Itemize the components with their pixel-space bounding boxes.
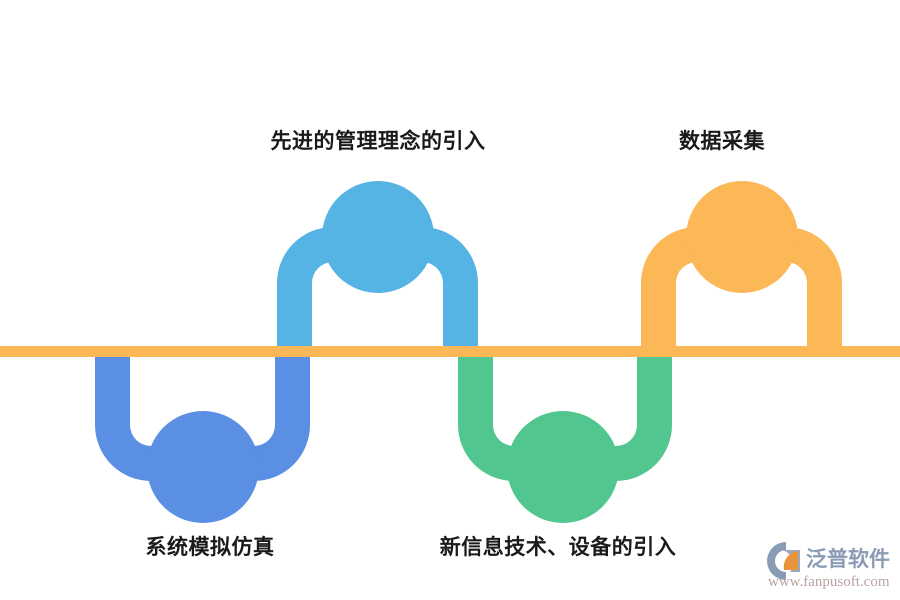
- node-bottom-2-circle: [507, 411, 619, 523]
- watermark-logo: 泛普软件 www.fanpusoft.com: [767, 542, 890, 590]
- watermark: 泛普软件 www.fanpusoft.com: [762, 536, 898, 594]
- timeline-axis: [0, 346, 900, 357]
- node-bottom-1-arch: [95, 351, 310, 481]
- node-bottom-2-shape[interactable]: [458, 351, 672, 523]
- node-top-2-shape[interactable]: [641, 181, 842, 357]
- node-bottom-2-label: 新信息技术、设备的引入: [439, 536, 677, 559]
- node-top-2-circle: [686, 181, 798, 293]
- node-top-1-circle: [322, 181, 434, 293]
- watermark-brand: 泛普软件: [806, 547, 890, 571]
- node-top-2-label: 数据采集: [679, 130, 765, 153]
- node-top-1-shape[interactable]: [277, 181, 478, 357]
- node-top-1-label: 先进的管理理念的引入: [270, 130, 486, 153]
- node-bottom-1-label: 系统模拟仿真: [145, 536, 275, 559]
- fanpu-logo-mark-icon: [767, 542, 800, 580]
- watermark-url: www.fanpusoft.com: [768, 574, 890, 590]
- node-bottom-1-shape[interactable]: [95, 351, 310, 523]
- node-bottom-1-circle: [147, 411, 259, 523]
